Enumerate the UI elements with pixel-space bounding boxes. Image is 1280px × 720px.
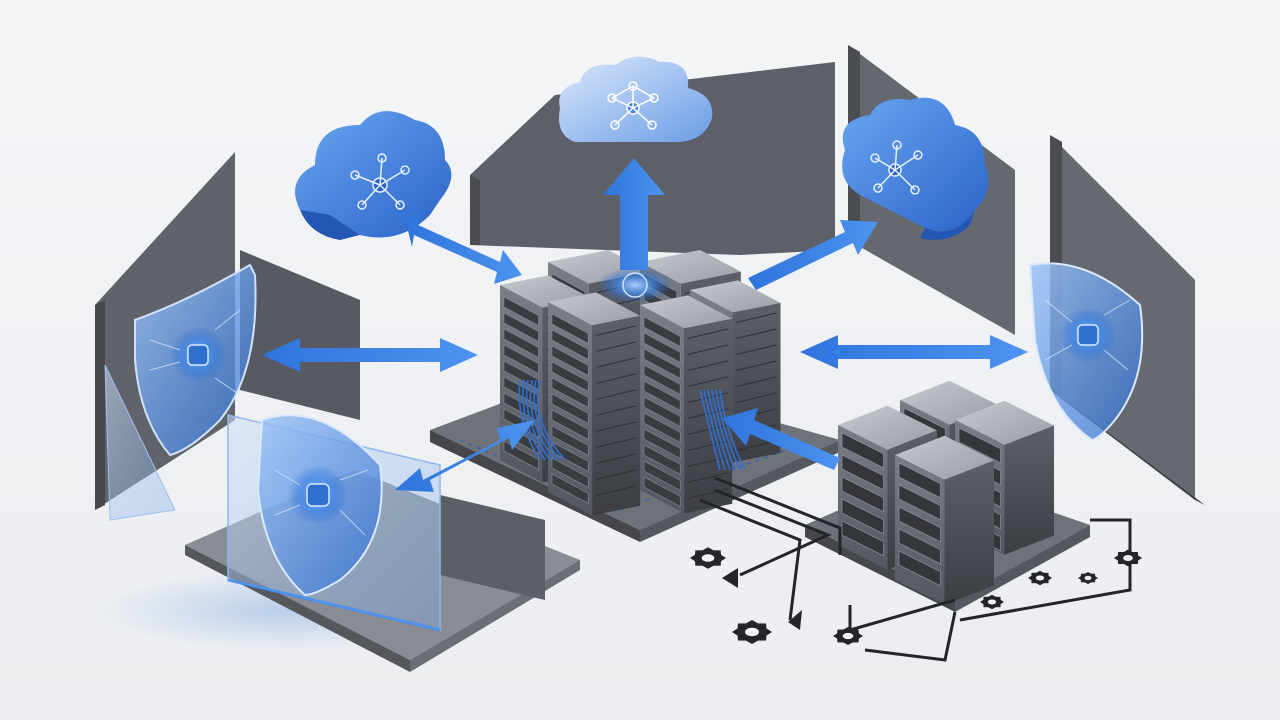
gear-icon: [732, 620, 772, 644]
gear-icon: [1028, 570, 1052, 586]
server-rack: [640, 295, 733, 514]
gear-icons: [690, 547, 1142, 645]
shield-left-upper: [134, 263, 257, 457]
flow-arrowheads: [722, 568, 802, 630]
server-unit: [895, 435, 994, 605]
network-node-icon: [607, 81, 659, 130]
core-glow: [597, 267, 673, 303]
cloud-right: [842, 97, 989, 240]
gear-icon: [1114, 549, 1142, 567]
arrow-lower-left: [395, 420, 535, 492]
server-rack: [548, 292, 641, 516]
gear-icon: [1078, 572, 1098, 584]
connection-arrows: [262, 158, 1028, 492]
chip-icon: [622, 272, 648, 298]
gear-icon: [690, 547, 726, 569]
network-node-icon: [350, 153, 410, 210]
arrow-upper-right: [748, 220, 878, 290]
network-cables: [518, 379, 746, 471]
server-rack-cluster: [500, 250, 781, 516]
arrow-up: [603, 158, 665, 270]
cloud-left: [295, 111, 452, 240]
network-node-icon: [870, 140, 923, 195]
arrow-right: [800, 335, 1028, 369]
arrow-left: [262, 338, 478, 372]
cloud-top: [559, 56, 713, 142]
gear-icon: [833, 627, 863, 645]
shield-left-lower: [256, 414, 383, 597]
shield-right: [1028, 262, 1144, 442]
arrow-upper-left: [405, 213, 522, 284]
server-stack: [838, 380, 1054, 605]
gear-icon: [980, 594, 1004, 610]
arrow-lower-right: [722, 408, 840, 470]
